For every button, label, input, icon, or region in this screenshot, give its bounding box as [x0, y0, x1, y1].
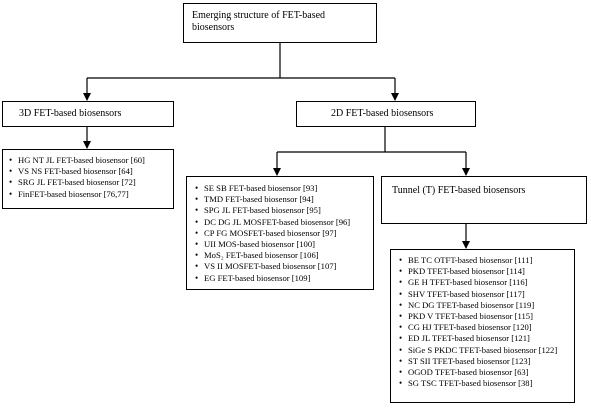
list-item: CP FG MOSFET-based biosensor [97]	[195, 228, 367, 239]
list-item: MoS₂ FET-based biosensor [106]	[195, 250, 367, 261]
list-item: FinFET-based biosensor [76,77]	[9, 189, 167, 200]
list-item: VS NS FET-based biosensor [64]	[9, 166, 167, 177]
list-tunnel-fet: BE TC OTFT-based biosensor [111] PKD TFE…	[390, 249, 575, 403]
list-2d-fet-items: SE SB FET-based biosensor [93] TMD FET-b…	[195, 183, 367, 284]
list-item: SRG JL FET-based biosensor [72]	[9, 177, 167, 188]
list-tunnel-fet-items: BE TC OTFT-based biosensor [111] PKD TFE…	[399, 255, 568, 390]
list-3d-fet-items: HG NT JL FET-based biosensor [60] VS NS …	[9, 155, 167, 200]
list-item: VS II MOSFET-based biosensor [107]	[195, 261, 367, 272]
list-item: HG NT JL FET-based biosensor [60]	[9, 155, 167, 166]
list-item: PKD V TFET-based biosensor [115]	[399, 311, 568, 322]
node-tunnel-fet: Tunnel (T) FET-based biosensors	[381, 176, 587, 224]
list-item: SPG JL FET-based biosensor [95]	[195, 205, 367, 216]
list-item: SiGe S PKDC TFET-based biosensor [122]	[399, 345, 568, 356]
list-item: SHV TFET-based biosensor [117]	[399, 289, 568, 300]
list-item: SG TSC TFET-based biosensor [38]	[399, 378, 568, 389]
node-3d-fet-title: 3D FET-based biosensors	[19, 108, 122, 119]
list-item: BE TC OTFT-based biosensor [111]	[399, 255, 568, 266]
list-item: EG FET-based biosensor [109]	[195, 273, 367, 284]
list-2d-fet: SE SB FET-based biosensor [93] TMD FET-b…	[186, 176, 374, 290]
root-node: Emerging structure of FET-based biosenso…	[183, 3, 377, 43]
root-node-title: Emerging structure of FET-based biosenso…	[192, 10, 326, 33]
list-item: ED JL TFET-based biosensor [121]	[399, 333, 568, 344]
list-item: NC DG TFET-based biosensor [119]	[399, 300, 568, 311]
list-item: DC DG JL MOSFET-based biosensor [96]	[195, 217, 367, 228]
list-item: OGOD TFET-based biosensor [63]	[399, 367, 568, 378]
node-2d-fet: 2D FET-based biosensors	[296, 101, 476, 127]
list-item: TMD FET-based biosensor [94]	[195, 194, 367, 205]
list-item: GE H TFET-based biosensor [116]	[399, 277, 568, 288]
list-3d-fet: HG NT JL FET-based biosensor [60] VS NS …	[2, 149, 174, 209]
list-item: CG HJ TFET-based biosensor [120]	[399, 322, 568, 333]
node-tunnel-fet-title: Tunnel (T) FET-based biosensors	[392, 185, 526, 196]
list-item: SE SB FET-based biosensor [93]	[195, 183, 367, 194]
list-item: PKD TFET-based biosensor [114]	[399, 266, 568, 277]
node-2d-fet-title: 2D FET-based biosensors	[331, 108, 434, 119]
list-item: ST SII TFET-based biosensor [123]	[399, 356, 568, 367]
list-item: UII MOS-based biosensor [100]	[195, 239, 367, 250]
node-3d-fet: 3D FET-based biosensors	[2, 101, 174, 127]
